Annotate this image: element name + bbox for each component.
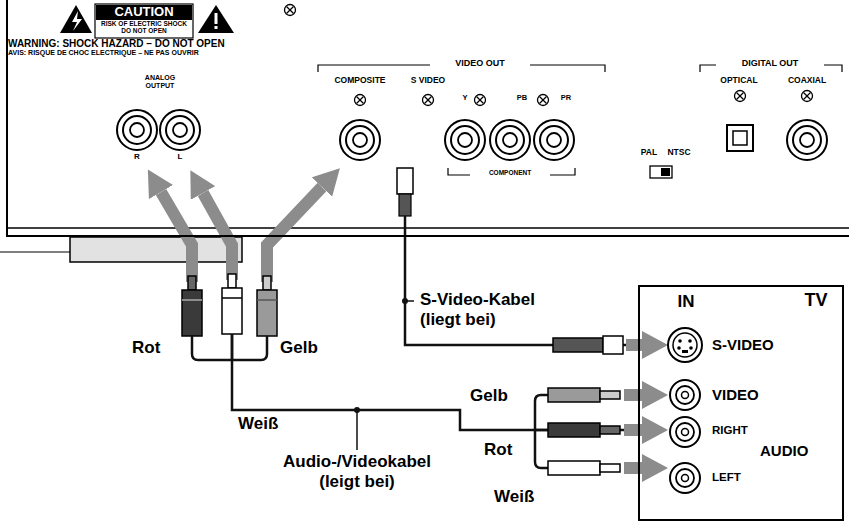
group-label: DIGITAL OUT — [716, 58, 824, 68]
caution-heading: CAUTION — [96, 5, 192, 20]
cable-label: S-Video-Kabel (liegt bei) — [418, 290, 558, 331]
group-label: COMPONENT — [470, 169, 550, 176]
caution-text: RISK OF ELECTRIC SHOCK DO NOT OPEN — [96, 20, 192, 34]
switch-label: NTSC — [663, 148, 695, 158]
dvd-rear-panel: CAUTIONRISK OF ELECTRIC SHOCK DO NOT OPE… — [6, 0, 849, 237]
cable-line — [405, 237, 638, 345]
jack-label: OPTICAL — [708, 76, 770, 86]
cable-color-label: Rot — [132, 338, 176, 358]
channel-label: L — [170, 152, 190, 161]
cable-color-label: Weiß — [238, 414, 292, 434]
cable-label: Audio-/Videokabel (leigt bei) — [268, 452, 446, 493]
group-label: VIDEO OUT — [430, 58, 530, 68]
output-label: ANALOG OUTPUT — [135, 74, 185, 89]
jack-label: COMPOSITE — [322, 76, 398, 86]
cable-color-label: Weiß — [494, 487, 548, 507]
input-label: AUDIO — [760, 442, 836, 459]
input-label: LEFT — [712, 471, 792, 484]
cable-color-label: Rot — [484, 440, 528, 460]
rca-plugs — [182, 274, 277, 336]
input-label: VIDEO — [712, 386, 836, 403]
cable-color-label: Gelb — [470, 386, 520, 406]
warning-text: AVIS: RISQUE DE CHOC ELECTRIQUE – NE PAS… — [8, 49, 253, 57]
jack-label: PR — [555, 94, 577, 103]
input-label: RIGHT — [712, 424, 792, 437]
cable-line — [232, 237, 638, 430]
switch-label: PAL — [636, 148, 662, 158]
plug-arrows — [161, 187, 322, 282]
cable — [226, 237, 638, 436]
jack-label: COAXIAL — [775, 76, 839, 86]
panel-details — [0, 4, 849, 262]
jack-label: Y — [456, 94, 474, 103]
input-label: S-VIDEO — [712, 336, 836, 353]
tv-plugs — [548, 336, 623, 475]
cable — [405, 237, 638, 351]
device-name: TV — [796, 290, 836, 311]
warning-text: WARNING: SHOCK HAZARD – DO NOT OPEN — [8, 38, 253, 50]
tv-box: TV IN S-VIDEO VIDEO RIGHT AUDIO LEFT — [638, 285, 844, 521]
jack-label: PB — [511, 94, 533, 103]
cable-color-label: Gelb — [280, 338, 330, 358]
channel-label: R — [127, 152, 147, 161]
tv-jacks — [668, 328, 702, 493]
jack-label: S VIDEO — [398, 76, 458, 86]
input-heading: IN — [666, 292, 706, 312]
